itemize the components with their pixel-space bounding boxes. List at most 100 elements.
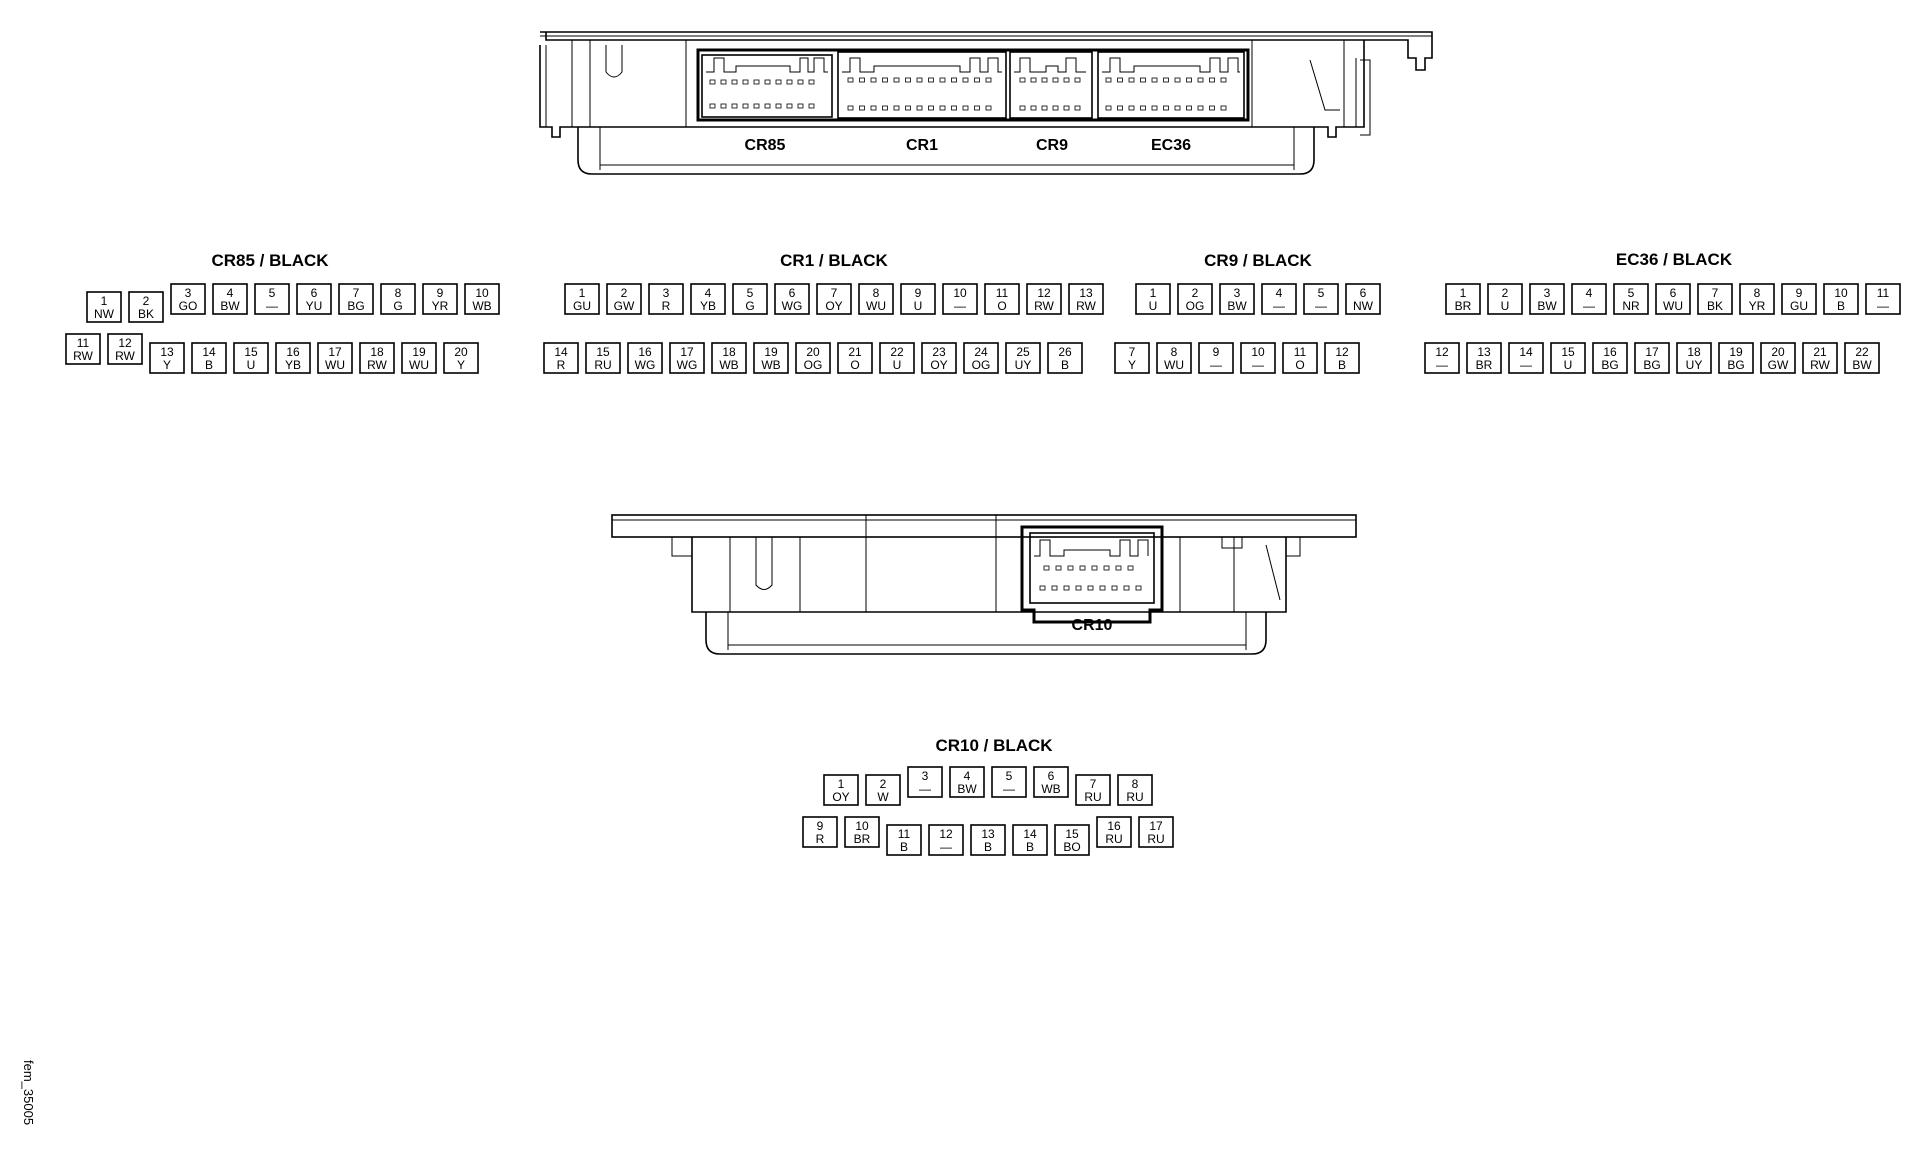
socket-pin — [1041, 105, 1048, 111]
pin-box — [149, 342, 185, 374]
pin-box — [1156, 342, 1192, 374]
socket-pin — [882, 77, 888, 83]
pin-wire-color: BG — [1643, 358, 1660, 372]
pin-cr1-5: 5G — [732, 283, 768, 315]
socket-pin — [928, 77, 934, 83]
pin-wire-color: GW — [1768, 358, 1789, 372]
pin-cr85-8: 8G — [380, 283, 416, 315]
socket-pin — [775, 103, 782, 109]
pin-number: 19 — [764, 345, 778, 359]
pin-box — [1005, 342, 1041, 374]
pin-box — [543, 342, 579, 374]
socket-pin — [742, 79, 749, 85]
pin-number: 14 — [554, 345, 568, 359]
pin-wire-color: RU — [1084, 790, 1101, 804]
pin-wire-color: WU — [325, 358, 345, 372]
pin-box — [65, 333, 101, 365]
socket-pin — [847, 77, 854, 83]
pin-cr1-7: 7OY — [816, 283, 852, 315]
pin-box — [1345, 283, 1381, 315]
pin-cr1-8: 8WU — [858, 283, 894, 315]
pin-number: 9 — [817, 819, 824, 833]
pin-box — [1634, 342, 1670, 374]
top-module-housing — [539, 31, 1433, 175]
socket-pin — [951, 77, 957, 83]
pin-wire-color: WU — [1663, 299, 1683, 313]
pin-box — [585, 342, 621, 374]
pin-cr1-10: 10— — [942, 283, 978, 315]
pin-number: 17 — [328, 345, 342, 359]
pin-box — [1571, 283, 1607, 315]
pin-box — [837, 342, 873, 374]
pin-box — [1240, 342, 1276, 374]
pin-wire-color: — — [266, 299, 278, 313]
pin-number: 21 — [1813, 345, 1827, 359]
socket-pin — [962, 77, 969, 83]
pin-box — [1096, 816, 1132, 848]
socket-pin — [786, 79, 793, 85]
pin-wire-color: BR — [854, 832, 871, 846]
socket-pin — [731, 103, 738, 109]
pin-box — [1047, 342, 1083, 374]
pin-box — [1760, 342, 1796, 374]
pin-box — [1135, 283, 1171, 315]
socket-pin — [1039, 585, 1046, 591]
pin-number: 11 — [1877, 286, 1890, 300]
pin-box — [1117, 774, 1153, 806]
pin-cr1-26: 26B — [1047, 342, 1083, 374]
pin-number: 7 — [353, 286, 360, 300]
socket-pin — [1103, 565, 1110, 571]
pin-number: 8 — [1171, 345, 1178, 359]
pin-box — [191, 342, 227, 374]
socket-pin — [731, 79, 738, 85]
socket-pin — [1151, 77, 1158, 83]
pin-box — [1802, 342, 1838, 374]
pin-number: 17 — [1645, 345, 1659, 359]
pin-number: 14 — [1023, 827, 1037, 841]
pin-number: 1 — [838, 777, 845, 791]
pin-cr85-4: 4BW — [212, 283, 248, 315]
pin-number: 1 — [1460, 286, 1467, 300]
pin-wire-color: — — [1436, 358, 1448, 372]
pin-wire-color: BR — [1455, 299, 1472, 313]
pin-box — [1844, 342, 1880, 374]
pin-number: 22 — [890, 345, 904, 359]
figure-id: fem_35005 — [21, 1060, 36, 1125]
pin-cr1-1: 1GU — [564, 283, 600, 315]
socket-pin — [1063, 77, 1070, 83]
connector-cr9: CR9 / BLACK 1U2OG3BW4—5—6NW7Y8WU9—10—11O… — [1114, 251, 1381, 374]
pin-cr1-14: 14R — [543, 342, 579, 374]
pin-wire-color: — — [1252, 358, 1264, 372]
pin-number: 19 — [412, 345, 426, 359]
socket-pin — [1055, 565, 1062, 571]
pin-wire-color: BK — [1707, 299, 1723, 313]
socket-pin — [1115, 565, 1122, 571]
pin-wire-color: Y — [163, 358, 171, 372]
socket-pin — [847, 105, 854, 111]
pin-wire-color: WG — [782, 299, 803, 313]
pin-wire-color: WG — [635, 358, 656, 372]
pin-cr85-2: 2BK — [128, 291, 164, 323]
pin-box — [1697, 283, 1733, 315]
pin-wire-color: OG — [972, 358, 991, 372]
pin-wire-color: R — [557, 358, 566, 372]
pin-box — [795, 342, 831, 374]
socket-pin — [709, 103, 716, 109]
pin-wire-color: BG — [1601, 358, 1618, 372]
pin-wire-color: RU — [1126, 790, 1143, 804]
pin-box — [858, 283, 894, 315]
pin-wire-color: OY — [825, 299, 842, 313]
pin-cr10-7: 7RU — [1075, 774, 1111, 806]
pin-wire-color: RW — [73, 349, 93, 363]
pin-wire-color: Y — [457, 358, 465, 372]
pin-box — [1613, 283, 1649, 315]
pin-wire-color: GW — [614, 299, 635, 313]
pin-number: 14 — [1519, 345, 1533, 359]
pin-wire-color: NW — [94, 307, 115, 321]
